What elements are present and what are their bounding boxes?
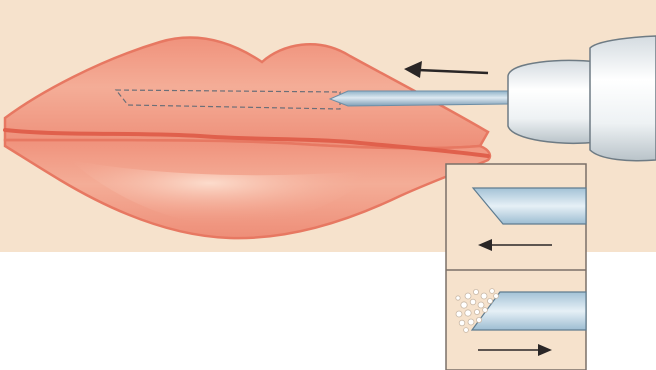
needle-icon: [330, 91, 510, 106]
inset-detail: [446, 164, 586, 370]
syringe-hub: [508, 61, 598, 144]
syringe-barrel: [590, 36, 656, 161]
